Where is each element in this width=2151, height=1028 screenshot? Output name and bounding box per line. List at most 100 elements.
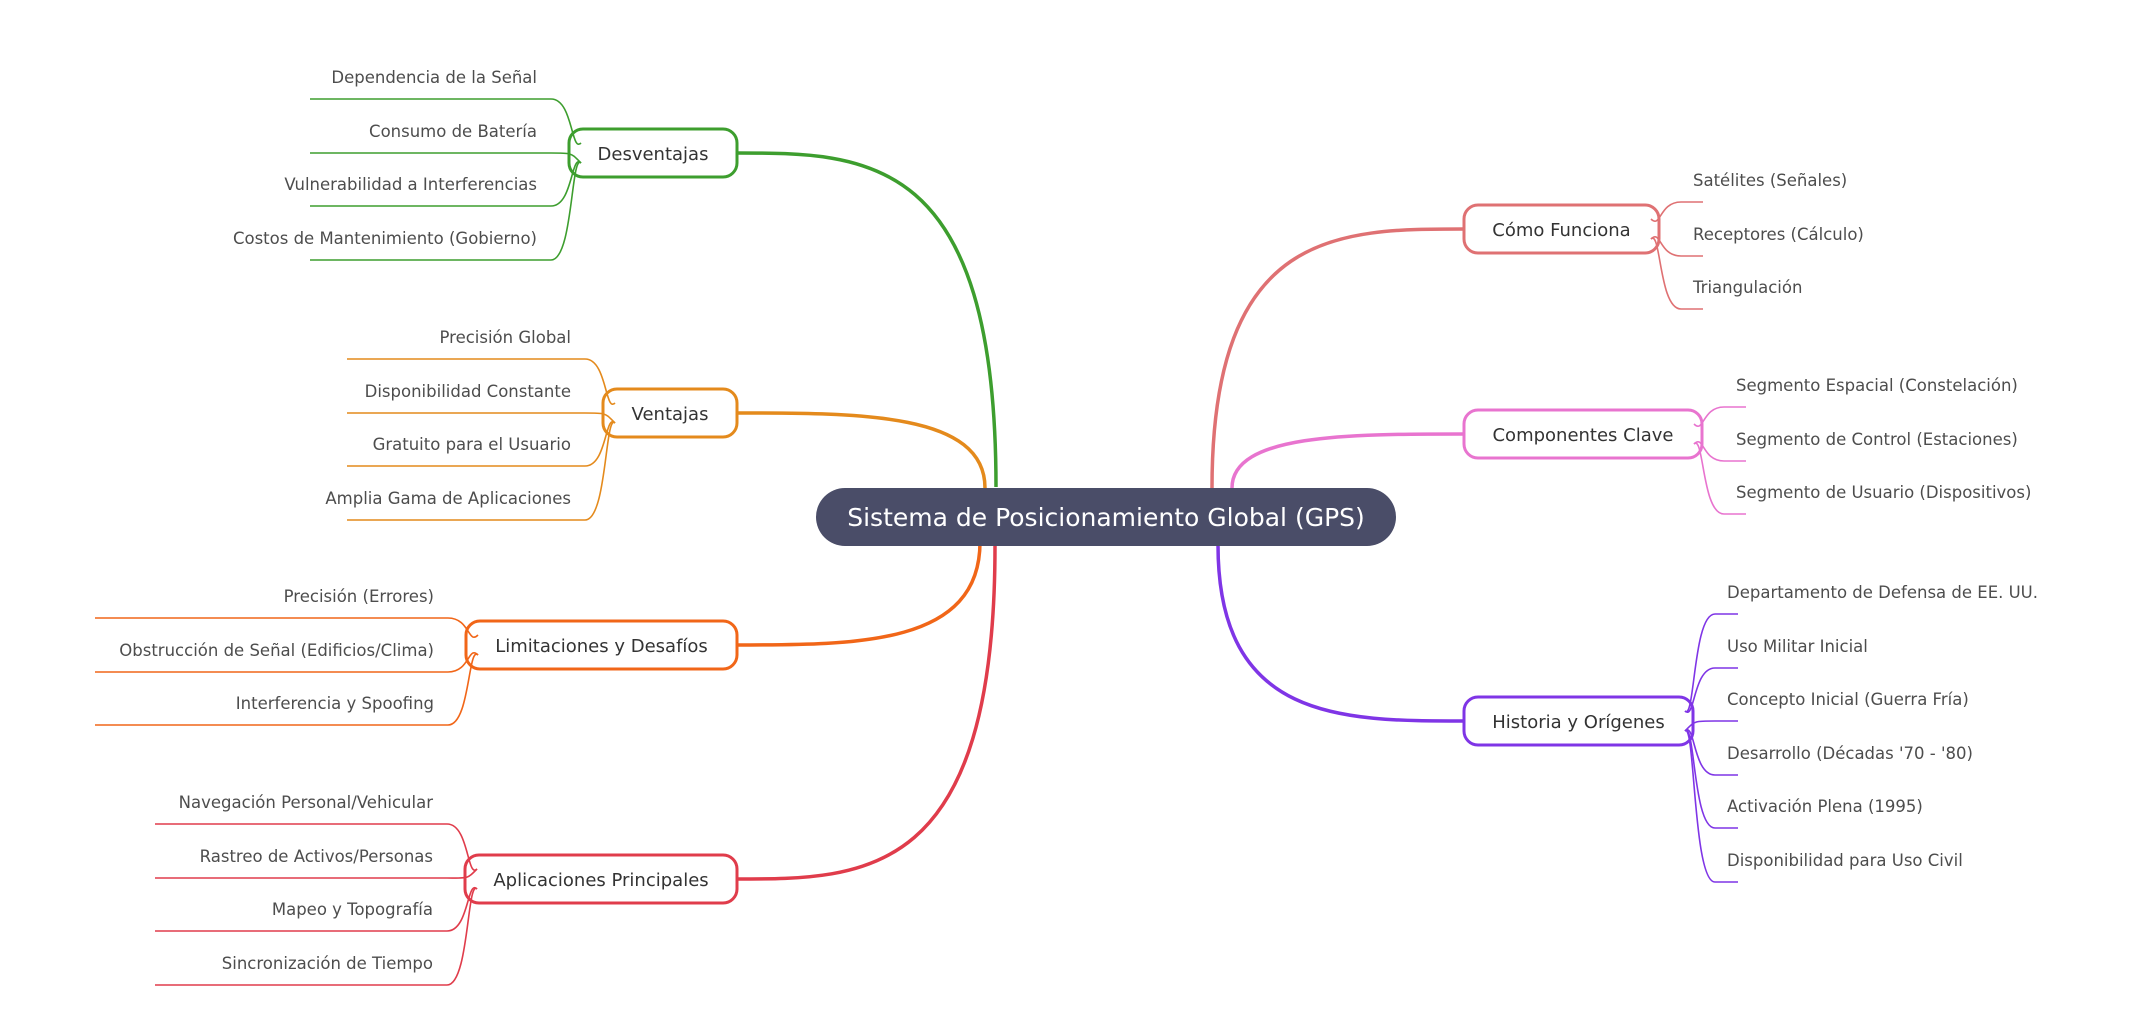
branch-node-limitaciones[interactable]: Limitaciones y Desafíos bbox=[464, 619, 739, 671]
leaf-item[interactable]: Disponibilidad Constante bbox=[347, 382, 616, 424]
branch-limitaciones: Limitaciones y Desafíos Precisión (Errore… bbox=[95, 541, 982, 726]
branch-connector bbox=[736, 411, 987, 489]
leaf-label: Gratuito para el Usuario bbox=[373, 435, 571, 454]
leaf-item[interactable]: Departamento de Defensa de EE. UU. bbox=[1684, 583, 2038, 712]
leaf-label: Costos de Mantenimiento (Gobierno) bbox=[233, 229, 537, 248]
leaf-connector bbox=[1684, 667, 1716, 714]
leaf-connector bbox=[1684, 720, 1716, 732]
branch-node-label: Aplicaciones Principales bbox=[493, 870, 708, 891]
central-topic[interactable]: Sistema de Posicionamiento Global (GPS) bbox=[816, 488, 1396, 546]
leaf-label: Amplia Gama de Aplicaciones bbox=[325, 489, 571, 508]
leaf-item[interactable]: Desarrollo (Décadas '70 - '80) bbox=[1684, 729, 1973, 776]
branch-desventajas: Desventajas Dependencia de la SeñalConsum… bbox=[233, 68, 998, 488]
leaf-label: Receptores (Cálculo) bbox=[1693, 225, 1864, 244]
leaf-item[interactable]: Sincronización de Tiempo bbox=[155, 887, 478, 986]
branch-node-desventajas[interactable]: Desventajas bbox=[567, 127, 739, 179]
leaf-item[interactable]: Concepto Inicial (Guerra Fría) bbox=[1684, 690, 1969, 732]
leaf-connector bbox=[550, 160, 582, 207]
leaf-label: Disponibilidad Constante bbox=[365, 382, 571, 401]
leaf-item[interactable]: Precisión Global bbox=[347, 328, 616, 405]
leaf-item[interactable]: Interferencia y Spoofing bbox=[95, 653, 479, 726]
leaf-connector bbox=[1684, 729, 1716, 776]
leaf-label: Vulnerabilidad a Interferencias bbox=[284, 175, 537, 194]
leaf-label: Desarrollo (Décadas '70 - '80) bbox=[1727, 744, 1973, 763]
leaf-item[interactable]: Vulnerabilidad a Interferencias bbox=[284, 160, 582, 207]
branch-componentes: Componentes Clave Segmento Espacial (Cons… bbox=[1230, 376, 2031, 515]
leaf-connector bbox=[447, 617, 479, 638]
leaf-item[interactable]: Satélites (Señales) bbox=[1650, 171, 1847, 222]
leaf-connector bbox=[550, 98, 582, 145]
leaf-connector bbox=[1684, 730, 1716, 883]
leaf-item[interactable]: Segmento de Usuario (Dispositivos) bbox=[1693, 442, 2031, 515]
leaf-label: Mapeo y Topografía bbox=[272, 900, 433, 919]
branch-aplicaciones: Aplicaciones Principales Navegación Perso… bbox=[155, 545, 997, 986]
branch-connector bbox=[1216, 544, 1465, 723]
leaf-item[interactable]: Obstrucción de Señal (Edificios/Clima) bbox=[95, 641, 479, 673]
leaf-item[interactable]: Rastreo de Activos/Personas bbox=[155, 847, 478, 879]
leaf-item[interactable]: Mapeo y Topografía bbox=[155, 886, 478, 932]
leaf-connector bbox=[446, 887, 478, 986]
leaf-connector bbox=[1693, 406, 1725, 427]
leaf-connector bbox=[584, 358, 616, 405]
leaf-label: Rastreo de Activos/Personas bbox=[200, 847, 433, 866]
branch-node-label: Desventajas bbox=[598, 144, 709, 165]
leaf-item[interactable]: Dependencia de la Señal bbox=[310, 68, 582, 145]
leaf-label: Obstrucción de Señal (Edificios/Clima) bbox=[119, 641, 434, 660]
leaf-connector bbox=[447, 653, 479, 726]
leaf-label: Departamento de Defensa de EE. UU. bbox=[1727, 583, 2038, 602]
branch-historia: Historia y Orígenes Departamento de Defen… bbox=[1216, 544, 2038, 883]
branch-connector bbox=[1230, 432, 1465, 489]
leaf-connector bbox=[584, 422, 616, 521]
leaf-label: Concepto Inicial (Guerra Fría) bbox=[1727, 690, 1969, 709]
leaf-connector bbox=[1684, 613, 1716, 712]
leaf-label: Segmento Espacial (Constelación) bbox=[1736, 376, 2018, 395]
leaf-item[interactable]: Amplia Gama de Aplicaciones bbox=[325, 422, 616, 521]
leaf-label: Segmento de Usuario (Dispositivos) bbox=[1736, 483, 2031, 502]
leaf-connector bbox=[550, 152, 582, 164]
leaf-item[interactable]: Segmento de Control (Estaciones) bbox=[1693, 430, 2018, 462]
leaf-item[interactable]: Receptores (Cálculo) bbox=[1650, 225, 1864, 257]
leaf-item[interactable]: Consumo de Batería bbox=[310, 122, 582, 164]
branch-node-ventajas[interactable]: Ventajas bbox=[601, 387, 739, 439]
leaf-connector bbox=[584, 420, 616, 467]
leaf-connector bbox=[1693, 442, 1725, 515]
leaf-connector bbox=[446, 886, 478, 932]
branch-node-componentes[interactable]: Componentes Clave bbox=[1462, 408, 1704, 460]
leaf-label: Navegación Personal/Vehicular bbox=[179, 793, 434, 812]
leaf-connector bbox=[1650, 237, 1682, 310]
leaf-item[interactable]: Gratuito para el Usuario bbox=[347, 420, 616, 467]
leaf-item[interactable]: Triangulación bbox=[1650, 237, 1802, 310]
leaf-connector bbox=[446, 868, 478, 879]
branch-connector bbox=[736, 545, 997, 881]
branch-node-label: Ventajas bbox=[632, 404, 709, 425]
branch-connector bbox=[736, 541, 982, 647]
leaf-item[interactable]: Costos de Mantenimiento (Gobierno) bbox=[233, 162, 582, 261]
branch-node-como-funciona[interactable]: Cómo Funciona bbox=[1462, 203, 1661, 255]
leaf-connector bbox=[584, 412, 616, 424]
leaf-label: Segmento de Control (Estaciones) bbox=[1736, 430, 2018, 449]
leaf-label: Dependencia de la Señal bbox=[331, 68, 537, 87]
leaf-label: Activación Plena (1995) bbox=[1727, 797, 1923, 816]
leaf-connector bbox=[446, 823, 478, 871]
branch-node-label: Limitaciones y Desafíos bbox=[495, 636, 708, 657]
leaf-item[interactable]: Precisión (Errores) bbox=[95, 587, 479, 638]
leaf-label: Disponibilidad para Uso Civil bbox=[1727, 851, 1963, 870]
leaf-item[interactable]: Navegación Personal/Vehicular bbox=[155, 793, 478, 871]
leaf-label: Precisión Global bbox=[439, 328, 571, 347]
leaf-connector bbox=[1650, 201, 1682, 222]
central-topic-label: Sistema de Posicionamiento Global (GPS) bbox=[847, 502, 1365, 532]
leaf-label: Triangulación bbox=[1692, 278, 1802, 297]
leaf-item[interactable]: Disponibilidad para Uso Civil bbox=[1684, 730, 1963, 883]
leaf-connector bbox=[550, 162, 582, 261]
branch-node-historia[interactable]: Historia y Orígenes bbox=[1462, 695, 1695, 747]
leaf-label: Interferencia y Spoofing bbox=[236, 694, 434, 713]
leaf-item[interactable]: Uso Militar Inicial bbox=[1684, 637, 1868, 714]
leaf-label: Precisión (Errores) bbox=[284, 587, 434, 606]
branch-connector bbox=[736, 151, 998, 488]
branch-node-aplicaciones[interactable]: Aplicaciones Principales bbox=[463, 853, 739, 905]
leaf-item[interactable]: Segmento Espacial (Constelación) bbox=[1693, 376, 2018, 427]
leaf-label: Uso Militar Inicial bbox=[1727, 637, 1868, 656]
